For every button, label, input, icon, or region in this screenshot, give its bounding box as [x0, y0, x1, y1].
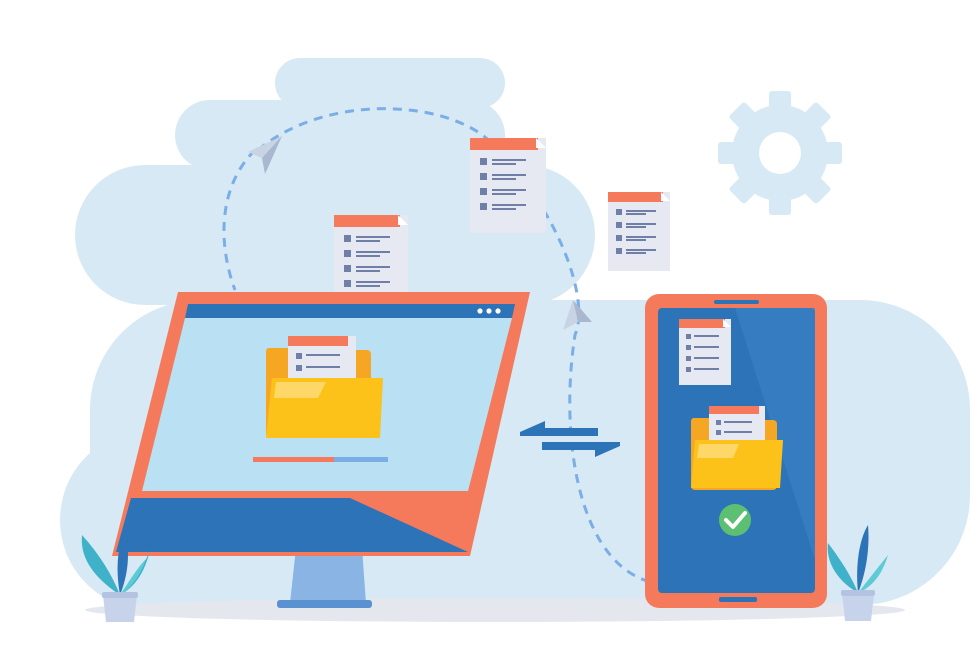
phone-home-bar[interactable] [719, 597, 757, 602]
folder-icon[interactable] [266, 336, 383, 438]
document-icon [679, 319, 731, 385]
dashed-loop-path [222, 148, 257, 291]
progress-fill [253, 457, 334, 462]
document-icon [470, 138, 546, 233]
sync-arrows-icon [520, 421, 620, 457]
folder-icon[interactable] [691, 406, 783, 490]
phone-icon [645, 294, 827, 608]
plant-icon [81, 533, 150, 622]
gear-icon [718, 91, 842, 215]
document-icon [608, 192, 670, 271]
monitor-base [277, 600, 372, 608]
monitor-titlebar [185, 304, 515, 318]
window-dots[interactable] [477, 308, 501, 314]
progress-bar [253, 457, 388, 462]
plant-icon [827, 525, 888, 621]
dashed-transfer-path [257, 107, 651, 584]
monitor-stand [290, 548, 366, 603]
paper-plane-icon [563, 300, 592, 330]
monitor-icon [112, 292, 530, 608]
monitor-bottom-bezel [116, 498, 468, 552]
phone-speaker [714, 300, 759, 304]
paper-plane-icon [248, 136, 282, 174]
check-icon [719, 504, 751, 536]
